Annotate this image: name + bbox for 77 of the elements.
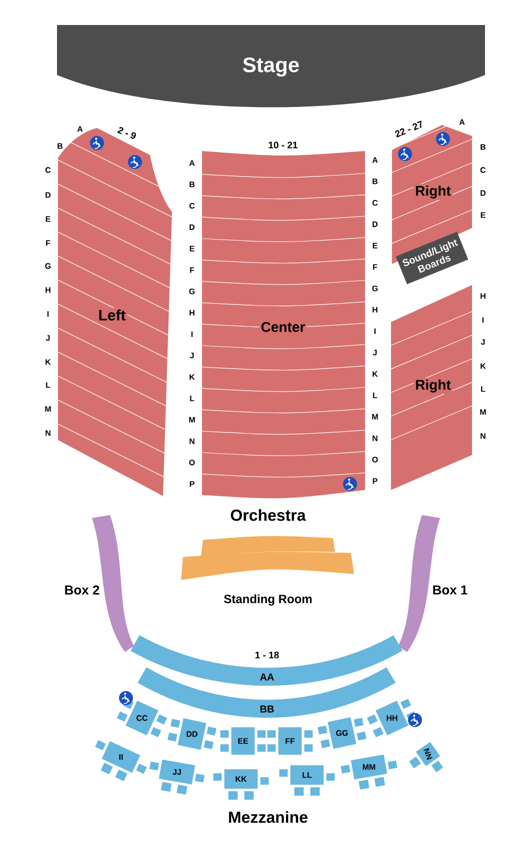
table-with-chairs: NN <box>408 741 444 774</box>
row-letter: C <box>189 202 195 209</box>
row-letter: D <box>372 221 378 227</box>
row-letter: A <box>77 126 83 132</box>
row-letter: J <box>190 352 194 358</box>
row-letter: O <box>372 456 378 462</box>
row-letter: E <box>372 242 378 248</box>
row-letter: A <box>372 157 378 163</box>
row-letter: I <box>374 328 376 334</box>
table-with-chairs: MM <box>340 754 398 790</box>
row-letter: P <box>190 481 194 487</box>
node-text: AA <box>260 674 274 680</box>
box-seating: Box 2 <box>65 515 134 652</box>
row-letter: G <box>372 286 378 292</box>
row-letter: D <box>480 190 486 196</box>
area-title: Mezzanine <box>229 811 308 823</box>
table-with-chairs: EE <box>220 726 266 756</box>
row-letter: N <box>480 433 486 439</box>
row-letter: D <box>46 192 51 198</box>
table-with-chairs: KK <box>212 768 270 800</box>
row-letter: E <box>480 212 486 218</box>
area-title: Orchestra <box>230 509 306 521</box>
seating-section: Center <box>202 151 365 498</box>
row-letter: J <box>372 350 377 356</box>
seating-section: Right <box>391 285 472 490</box>
row-letter: H <box>480 293 486 299</box>
row-letter: K <box>480 363 486 369</box>
box-seating: Box 1 <box>398 515 468 652</box>
row-letter: L <box>46 382 50 388</box>
row-letter: G <box>189 288 195 294</box>
row-letter: M <box>480 409 486 415</box>
row-letter: A <box>459 119 465 125</box>
row-letter: N <box>46 430 50 436</box>
row-letter: M <box>189 417 195 423</box>
seat-range: 1 - 18 <box>255 652 279 658</box>
row-letter: K <box>190 374 195 380</box>
row-letter: M <box>372 414 378 420</box>
row-letter: E <box>190 246 194 252</box>
row-letter: D <box>190 224 195 230</box>
row-letter: L <box>481 386 486 392</box>
row-letter: N <box>190 438 194 444</box>
row-letter: F <box>46 240 50 246</box>
row-letter: H <box>46 287 50 293</box>
row-letter: F <box>373 264 378 270</box>
row-letter: K <box>372 371 378 377</box>
table-with-chairs: JJ <box>148 758 206 796</box>
node-label: Standing Room <box>224 594 312 606</box>
row-letter: A <box>189 160 195 166</box>
row-letter: J <box>46 335 50 341</box>
row-letter: N <box>372 435 378 441</box>
standing-room-band <box>201 536 335 556</box>
row-letter: C <box>480 167 486 173</box>
row-letter: B <box>58 143 63 149</box>
row-letter: L <box>373 392 378 398</box>
row-letter: L <box>190 396 194 402</box>
stage-area: Stage <box>57 25 485 108</box>
row-letter: B <box>372 178 378 184</box>
row-letter: B <box>480 144 486 150</box>
node-text: BB <box>260 706 274 712</box>
table-with-chairs: II <box>94 739 148 782</box>
table-with-chairs: LL <box>278 764 336 796</box>
row-letter: F <box>190 267 194 273</box>
row-letter: O <box>189 460 195 466</box>
row-letter: C <box>45 167 51 173</box>
row-letter: C <box>372 200 378 206</box>
standing-room-band: Standing Room <box>181 552 354 606</box>
row-letter: I <box>191 331 193 337</box>
row-letter: B <box>190 182 195 188</box>
row-letter: H <box>190 310 194 316</box>
row-letter: P <box>372 478 378 484</box>
row-letter: H <box>372 307 378 313</box>
table-with-chairs: FF <box>266 726 314 756</box>
seat-range: 2 - 9 <box>117 127 136 139</box>
row-letter: J <box>480 339 485 345</box>
row-letter: I <box>47 311 49 317</box>
row-letter: E <box>46 216 50 222</box>
row-letter: I <box>482 317 484 323</box>
